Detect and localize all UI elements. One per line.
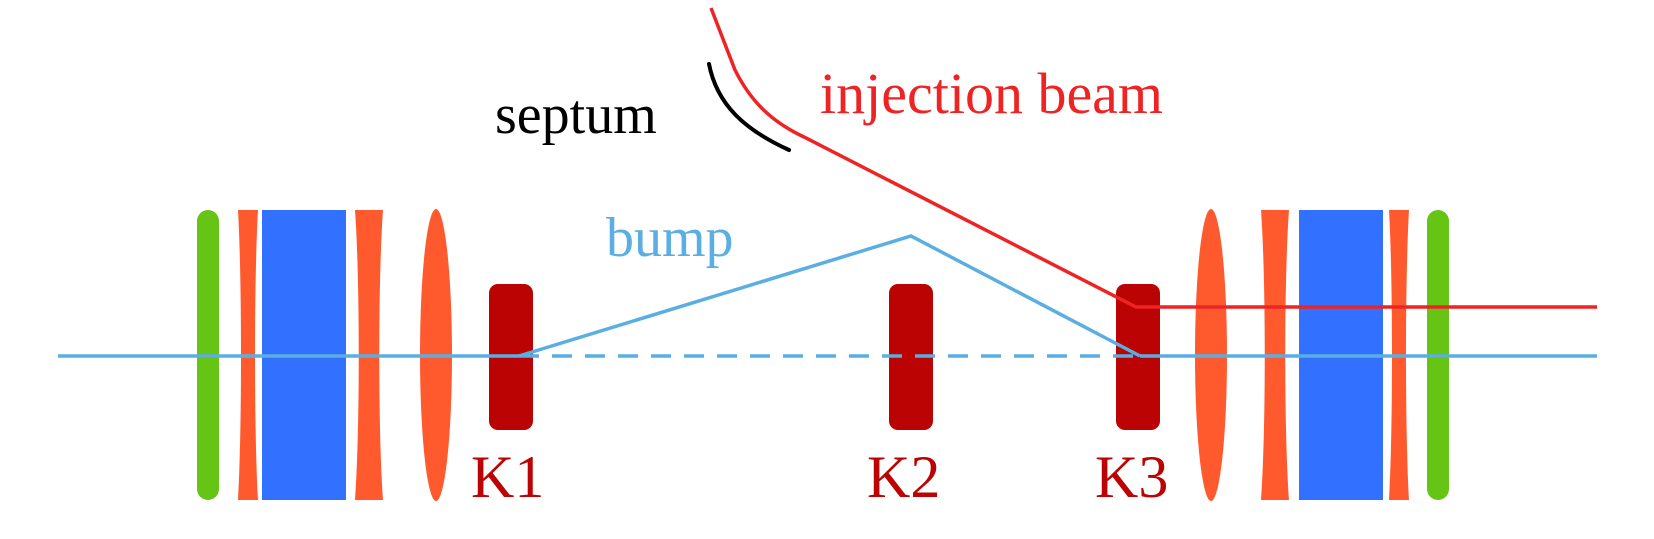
kicker-k2 [889,284,933,430]
kicker-k2-label: K2 [867,444,940,510]
injection-beam [709,7,1597,309]
kicker-k3 [1116,284,1160,430]
bump-label: bump [606,207,734,269]
kicker-k3-label: K3 [1095,444,1168,510]
septum-label: septum [495,84,657,146]
injection-beam-label: injection beam [820,61,1163,126]
septum-blade [707,62,791,152]
bump-orbit [518,234,1141,358]
kicker-k1-label: K1 [471,444,544,510]
